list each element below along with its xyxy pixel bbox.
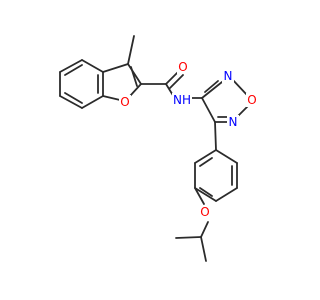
phenyl-ring xyxy=(194,149,238,202)
ether-bond-upper xyxy=(194,187,205,205)
structure-diagram: O O NH N O N O xyxy=(59,35,258,262)
atom-n-oxadiazole-top: N xyxy=(224,69,233,83)
aryl-link-bond xyxy=(214,121,217,151)
benzene-ring-benzofuran xyxy=(59,59,104,109)
atom-o-carbonyl: O xyxy=(178,60,187,74)
methyl-bond xyxy=(127,35,135,65)
molecule-svg: O O NH N O N O xyxy=(59,35,258,262)
furan-ring xyxy=(102,63,142,101)
atom-o-oxadiazole: O xyxy=(247,93,256,107)
ether-bond-lower xyxy=(200,221,209,238)
isopropyl-group xyxy=(175,236,207,262)
oxadiazole-ring xyxy=(201,78,251,123)
atom-o-ether: O xyxy=(200,205,209,219)
atom-o-furan: O xyxy=(120,95,129,109)
atom-nh-amide: NH xyxy=(173,93,191,107)
atom-n-oxadiazole-bottom: N xyxy=(229,115,238,129)
atom-labels: O O NH N O N O xyxy=(119,60,258,219)
